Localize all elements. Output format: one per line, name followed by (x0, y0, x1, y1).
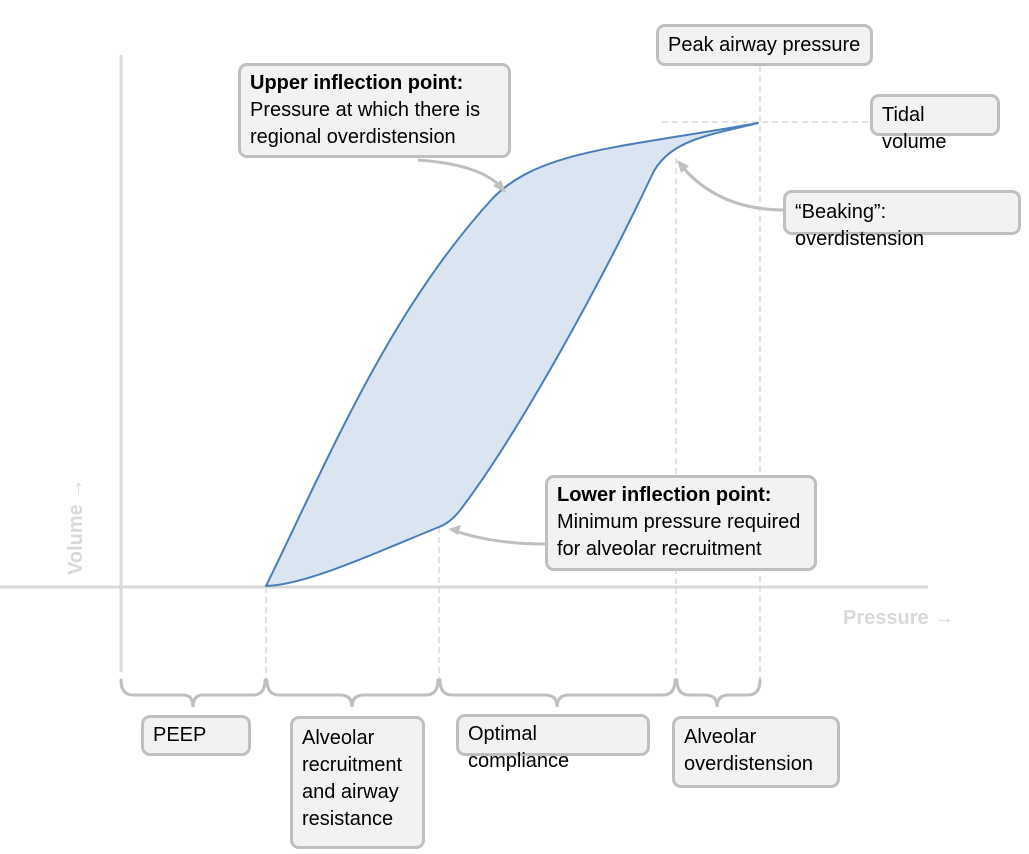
pressure-volume-loop (265, 122, 759, 587)
optimal-compliance-region-label: Optimal compliance (456, 714, 650, 772)
lower-inflection-arrowhead (448, 525, 461, 535)
guide-lines (265, 66, 872, 680)
alveolar-overdistension-region-label: Alveolar overdistension (672, 716, 840, 788)
upper-inflection-callout: Upper inflection point: Pressure at whic… (238, 63, 511, 158)
upper-inflection-line2: regional overdistension (250, 126, 456, 148)
region-braces (119, 678, 762, 708)
lower-inflection-callout: Lower inflection point: Minimum pressure… (545, 475, 817, 571)
upper-inflection-arrowhead (493, 180, 506, 193)
compliance-brace (438, 678, 677, 708)
recruitment-brace (265, 678, 440, 708)
tidal-volume-text: Tidal volume (882, 104, 947, 153)
beaking-text: “Beaking”: overdistension (795, 201, 924, 250)
recruitment-line-3: and airway (302, 781, 399, 803)
lower-inflection-line1: Minimum pressure required (557, 511, 801, 533)
beaking-arrowhead (677, 160, 689, 173)
recruitment-line-2: recruitment (302, 754, 403, 776)
beaking-arrow (678, 163, 786, 212)
lower-inflection-title: Lower inflection point: (557, 484, 772, 506)
peep-text: PEEP (153, 724, 207, 746)
peep-brace (119, 678, 267, 708)
overdistension-brace (675, 678, 762, 708)
x-axis-label: Pressure → (843, 607, 955, 629)
lower-inflection-arrow (451, 528, 546, 546)
peep-region-label: PEEP (141, 715, 251, 756)
tidal-volume-label: Tidal volume (870, 94, 1000, 153)
recruitment-line-1: Alveolar (302, 727, 375, 749)
alveolar-recruitment-region-label: Alveolar recruitment and airway resistan… (290, 716, 425, 849)
peak-airway-pressure-label: Peak airway pressure (656, 24, 873, 66)
y-axis-label: Volume → (65, 478, 87, 575)
recruitment-line-4: resistance (302, 808, 394, 830)
overdistension-line-2: overdistension (684, 753, 813, 775)
upper-inflection-title: Upper inflection point: (250, 72, 464, 94)
overdistension-line-1: Alveolar (684, 726, 757, 748)
upper-inflection-arrow (417, 158, 505, 191)
lower-inflection-line2: for alveolar recruitment (557, 538, 762, 560)
upper-inflection-line1: Pressure at which there is (250, 99, 481, 121)
peak-airway-pressure-text: Peak airway pressure (668, 34, 861, 56)
beaking-callout: “Beaking”: overdistension (783, 190, 1021, 250)
callout-arrowheads (448, 160, 689, 535)
optimal-compliance-text: Optimal compliance (468, 723, 570, 772)
